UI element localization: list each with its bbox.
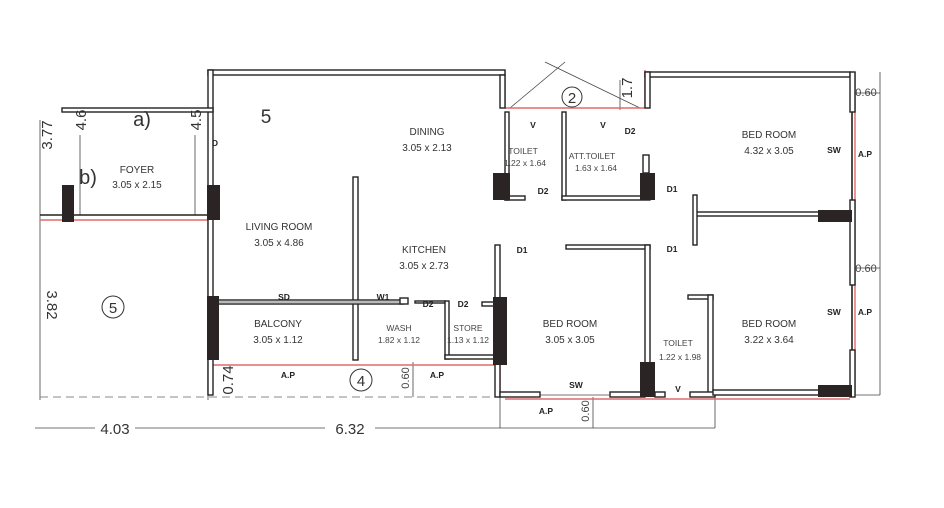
room-size: 3.05 x 3.05	[545, 335, 595, 346]
room-name: BED ROOM	[543, 319, 597, 330]
room-living: LIVING ROOM 3.05 x 4.86	[246, 222, 313, 249]
vent-label: V	[530, 120, 536, 130]
room-name: KITCHEN	[402, 245, 446, 256]
room-name: TOILET	[508, 146, 538, 156]
marker-5-circle: 5	[109, 300, 117, 317]
room-size: 3.05 x 2.73	[399, 261, 449, 272]
ap-label: A.P	[281, 370, 296, 380]
room-size: 1.22 x 1.98	[659, 352, 701, 362]
dim-label: 4.5	[188, 110, 205, 131]
dimension-labels: 3.77 4.6 4.5 1.7 3.82 0.74 0.60 0.60 0.6…	[39, 78, 877, 438]
room-size: 3.05 x 2.13	[402, 143, 452, 154]
room-foyer: FOYER 3.05 x 2.15	[112, 165, 162, 191]
opening-labels: D SD W1 D2 D2 D2 D2 D1 D1 D1 V V V SW SW…	[212, 120, 872, 416]
ap-label: A.P	[858, 307, 873, 317]
vent-label: V	[675, 384, 681, 394]
walls	[40, 69, 856, 398]
room-bedroom-1: BED ROOM 4.32 x 3.05	[742, 130, 796, 157]
room-name: BED ROOM	[742, 319, 796, 330]
ap-label: A.P	[858, 149, 873, 159]
room-name: LIVING ROOM	[246, 222, 313, 233]
room-name: BALCONY	[254, 319, 302, 330]
door-label: D	[212, 138, 218, 148]
room-name: TOILET	[663, 338, 693, 348]
ap-label: A.P	[539, 406, 554, 416]
marker-2: 2	[568, 90, 576, 107]
circle-marker	[101, 295, 125, 319]
markers: a) b) 5 2 4 5	[79, 86, 583, 392]
marker-b: b)	[79, 167, 97, 189]
vent-label: V	[600, 120, 606, 130]
dim-label: 0.60	[855, 263, 876, 275]
room-size: 3.05 x 4.86	[254, 238, 304, 249]
room-size: 3.05 x 2.15	[112, 180, 162, 191]
dim-label: 0.60	[580, 400, 592, 421]
marker-a: a)	[133, 109, 151, 131]
room-balcony: BALCONY 3.05 x 1.12	[253, 319, 303, 346]
room-size: 1.82 x 1.12	[378, 335, 420, 345]
window-label: SW	[569, 380, 584, 390]
door-label: D1	[667, 244, 678, 254]
dimension-lines	[35, 61, 881, 429]
room-name: BED ROOM	[742, 130, 796, 141]
window-label: SW	[827, 145, 842, 155]
dim-label: 4.03	[100, 421, 129, 438]
room-size: 1.13 x 1.12	[447, 335, 489, 345]
room-size: 1.63 x 1.64	[575, 163, 617, 173]
window-label: W1	[377, 292, 390, 302]
room-name: ATT.TOILET	[569, 151, 615, 161]
dim-label: 1.7	[619, 78, 636, 99]
room-toilet-1: TOILET 1.22 x 1.64	[504, 146, 546, 168]
dim-label: 4.6	[73, 110, 90, 131]
room-size: 3.22 x 3.64	[744, 335, 794, 346]
room-name: DINING	[410, 127, 445, 138]
room-name: FOYER	[120, 165, 154, 176]
door-label: D1	[517, 245, 528, 255]
window-label: SW	[827, 307, 842, 317]
room-bedroom-2: BED ROOM 3.05 x 3.05	[543, 319, 597, 346]
room-name: STORE	[453, 323, 482, 333]
marker-4: 4	[357, 373, 365, 390]
room-size: 3.05 x 1.12	[253, 335, 303, 346]
room-att-toilet: ATT.TOILET 1.63 x 1.64	[569, 151, 618, 173]
door-label: D2	[625, 126, 636, 136]
room-store: STORE 1.13 x 1.12	[447, 323, 489, 345]
dim-label: 3.82	[43, 290, 60, 319]
dim-label: 0.74	[220, 365, 237, 394]
door-label: D2	[458, 299, 469, 309]
dim-label: 0.60	[855, 87, 876, 99]
door-label: D2	[538, 186, 549, 196]
dim-label: 6.32	[335, 421, 364, 438]
door-label: D1	[667, 184, 678, 194]
circle-marker	[349, 368, 373, 392]
room-dining: DINING 3.05 x 2.13	[402, 127, 452, 154]
room-size: 4.32 x 3.05	[744, 146, 794, 157]
dim-label: 0.60	[400, 367, 412, 388]
circle-marker	[561, 86, 583, 108]
room-wash: WASH 1.82 x 1.12	[378, 323, 420, 345]
room-bedroom-3: BED ROOM 3.22 x 3.64	[742, 319, 796, 346]
sliding-door-label: SD	[278, 292, 290, 302]
marker-5: 5	[261, 107, 272, 128]
door-label: D2	[423, 299, 434, 309]
ap-label: A.P	[430, 370, 445, 380]
columns	[62, 173, 852, 397]
room-name: WASH	[386, 323, 411, 333]
room-size: 1.22 x 1.64	[504, 158, 546, 168]
room-kitchen: KITCHEN 3.05 x 2.73	[399, 245, 449, 272]
room-toilet-2: TOILET 1.22 x 1.98	[659, 338, 701, 362]
dim-label: 3.77	[39, 120, 56, 149]
